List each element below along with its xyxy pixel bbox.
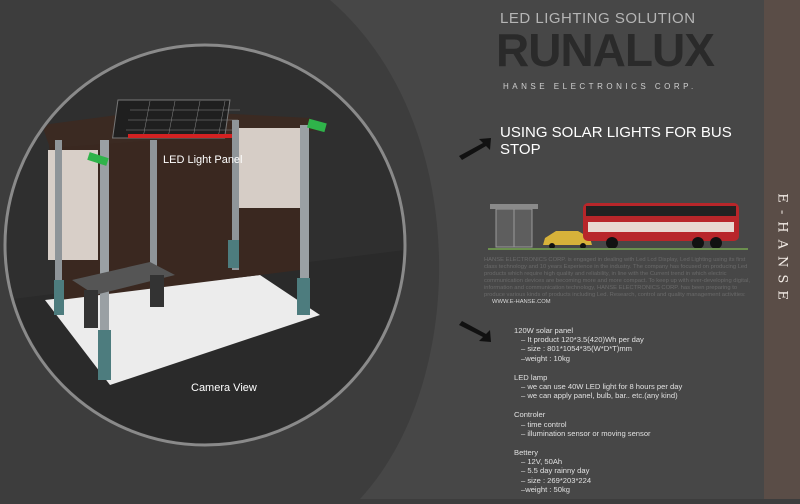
- spec-title: LED lamp: [514, 372, 548, 382]
- side-brand-label: E-HANSE: [774, 193, 790, 307]
- spec-line: –weight : 10kg: [521, 353, 570, 363]
- taxi: [543, 231, 592, 245]
- pole-right-front: [300, 125, 309, 315]
- spec-line: – size : 801*1054*35(W*D*T)mm: [521, 344, 632, 354]
- pole-left-back: [55, 140, 62, 315]
- spec-list: 120W solar panel – It product 120*3.5(42…: [514, 326, 754, 504]
- side-strip: [764, 0, 800, 499]
- company-name: HANSE ELECTRONICS CORP.: [503, 82, 697, 91]
- pole-left-front: [100, 140, 109, 380]
- brand-subtitle: LED LIGHTING SOLUTION: [500, 10, 696, 27]
- page-headline: USING SOLAR LIGHTS FOR BUS STOP: [500, 124, 732, 158]
- panel-glow: [128, 134, 248, 138]
- spec-group-battery: Bettery – 12V, 50Ah – 5.5 day rainny day…: [514, 448, 754, 494]
- camera-view-circle: [3, 43, 407, 447]
- spec-line: –weight : 50kg: [521, 484, 570, 494]
- pole-right-back: [232, 120, 239, 270]
- pole-center: [150, 140, 157, 270]
- green-light-left: [87, 152, 109, 166]
- led-panel-label: LED Light Panel: [163, 154, 243, 166]
- ad-panel-right: [238, 128, 306, 208]
- camera-view-label: Camera View: [191, 382, 257, 394]
- company-description-text: HANSE ELECTRONICS CORP. is engaged in de…: [484, 257, 751, 298]
- spec-group-solar-panel: 120W solar panel – It product 120*3.5(42…: [514, 326, 754, 363]
- floor: [45, 275, 320, 385]
- solar-panel: [112, 99, 231, 139]
- arrow-headline: [459, 138, 491, 160]
- company-description: HANSE ELECTRONICS CORP. is engaged in de…: [484, 257, 756, 306]
- website-link[interactable]: WWW.E-HANSE.COM: [492, 299, 551, 305]
- spec-line: – 5.5 day rainny day: [521, 466, 590, 476]
- spec-title: 120W solar panel: [514, 326, 574, 335]
- spec-group-led-lamp: LED lamp – we can use 40W LED light for …: [514, 373, 754, 401]
- spec-line: – time control: [521, 419, 567, 429]
- spec-line: – we can apply panel, bulb, bar.. etc.(a…: [521, 391, 678, 401]
- bus-stop-illustration: [488, 203, 748, 250]
- bench: [72, 262, 175, 295]
- spec-line: – size : 269*203*224: [521, 475, 592, 485]
- spec-line: – illumination sensor or moving sensor: [521, 428, 651, 438]
- spec-title: Controler: [514, 410, 546, 420]
- spec-line: – we can use 40W LED light for 8 hours p…: [521, 382, 683, 392]
- spec-line: – 12V, 50Ah: [521, 457, 563, 467]
- spec-title: Bettery: [514, 448, 539, 458]
- green-light-right: [307, 118, 327, 133]
- brand-title: RUNALUX: [496, 24, 715, 76]
- spec-line: – It product 120*3.5(420)Wh per day: [521, 335, 644, 345]
- spec-group-controller: Controler – time control – illumination …: [514, 410, 754, 438]
- arrow-specs: [459, 321, 491, 342]
